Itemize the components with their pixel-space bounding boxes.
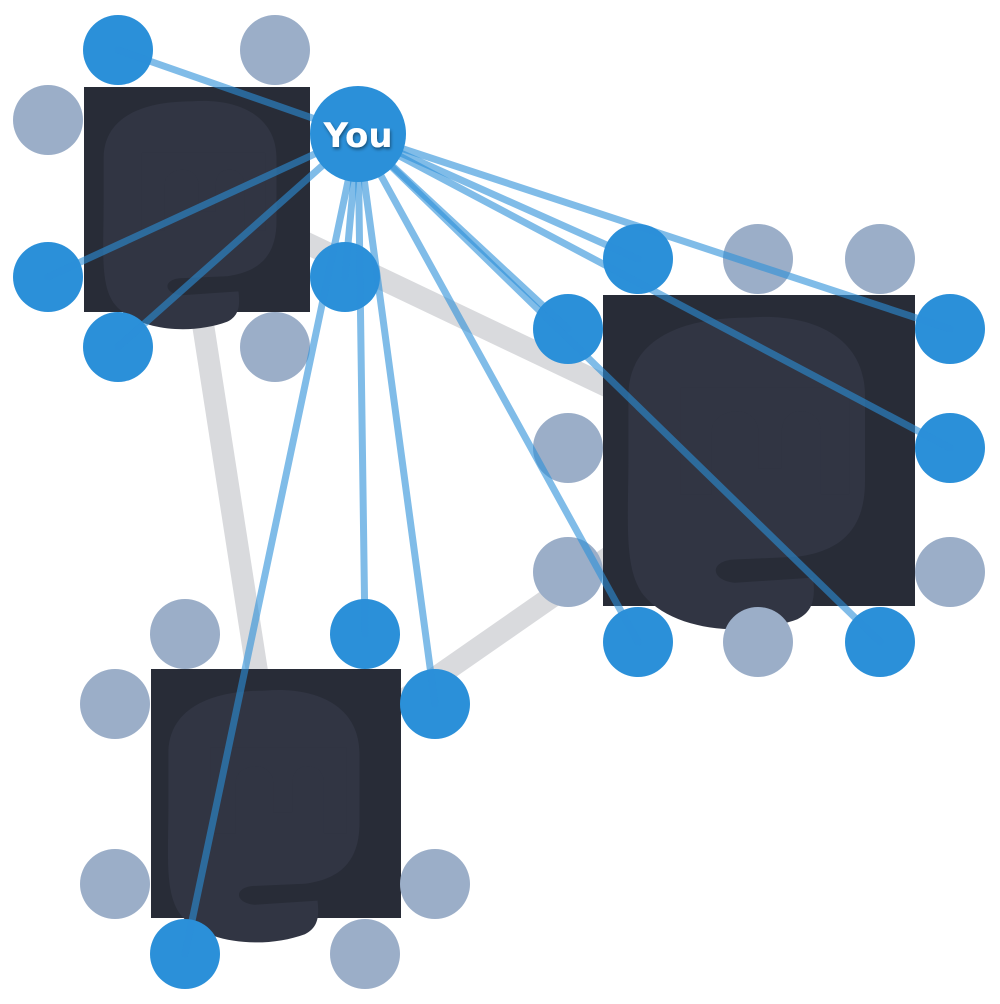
user-node [240,15,310,85]
user-node [723,607,793,677]
user-node [150,599,220,669]
user-node [915,537,985,607]
user-node [13,85,83,155]
user-node [845,224,915,294]
connection-line [354,130,954,333]
you-node: You [310,86,406,182]
other-user-nodes [13,15,985,989]
connection-line [114,130,362,351]
connection-line [354,130,642,646]
connection-line [44,130,362,281]
user-node [80,849,150,919]
user-node [723,224,793,294]
connection-line [354,130,884,646]
user-node [80,669,150,739]
connection-line [181,130,362,958]
user-node [330,919,400,989]
user-node [240,312,310,382]
user-node [533,413,603,483]
servers [84,87,915,943]
user-node [400,849,470,919]
connection-line [354,130,369,638]
server-link [189,303,269,680]
server-bottom [151,669,401,943]
you-label: You [322,116,392,156]
user-node [533,537,603,607]
connection-line [354,130,439,708]
connection-line [354,130,954,452]
